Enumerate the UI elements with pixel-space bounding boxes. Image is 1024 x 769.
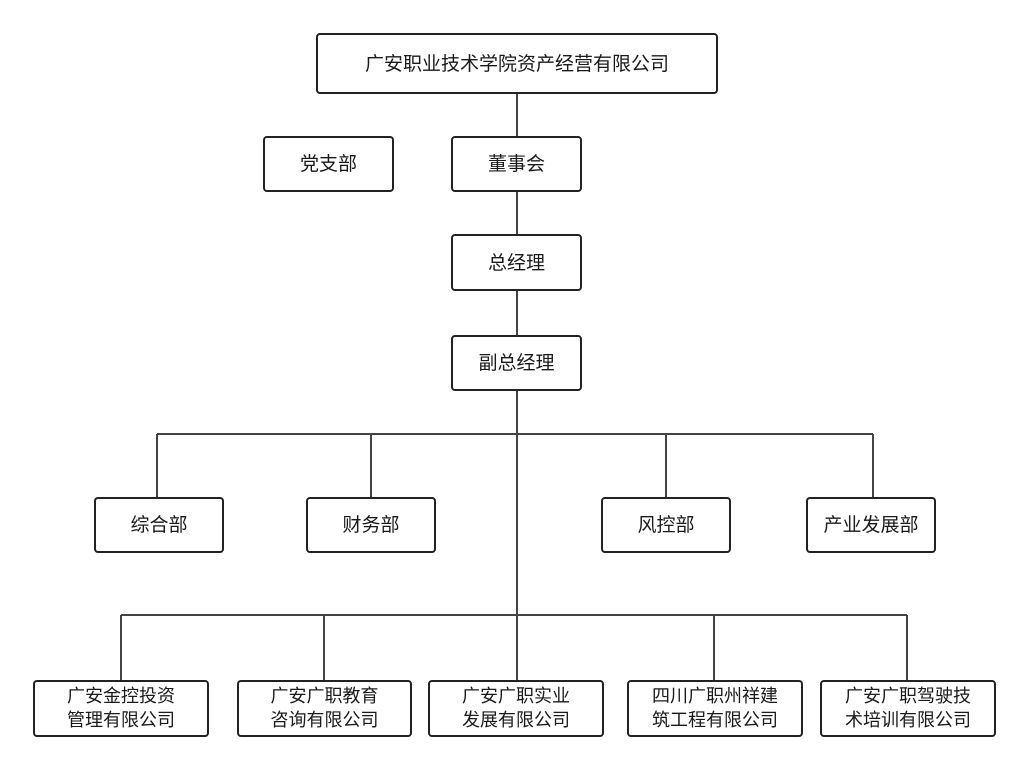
board-box: 董事会 [451,136,582,192]
root-company-label: 广安职业技术学院资产经营有限公司 [364,52,669,75]
department-label: 综合部 [130,514,188,536]
subsidiary-label: 广安金控投资管理有限公司 [67,685,175,733]
party-branch-label: 党支部 [299,153,357,175]
department-box: 综合部 [94,497,224,553]
party-branch-box: 党支部 [263,136,394,192]
general-manager-box: 总经理 [451,234,582,291]
subsidiary-box: 广安金控投资管理有限公司 [33,680,209,737]
subsidiary-label-line1: 广安广职驾驶技 [845,685,971,707]
deputy-general-manager-label: 副总经理 [478,352,555,374]
department-box: 财务部 [306,497,436,553]
subsidiary-label-line2: 筑工程有限公司 [652,709,778,731]
subsidiary-label-line1: 广安金控投资 [67,685,175,707]
subsidiary-box: 四川广职州祥建筑工程有限公司 [627,680,803,737]
department-label: 财务部 [342,514,400,536]
subsidiary-label-line1: 四川广职州祥建 [652,685,778,707]
subsidiary-box: 广安广职驾驶技术培训有限公司 [820,680,996,737]
subsidiary-label-line1: 广安广职实业 [462,685,570,707]
general-manager-label: 总经理 [487,251,545,274]
subsidiary-label-line2: 咨询有限公司 [270,709,379,731]
subsidiary-label: 广安广职教育咨询有限公司 [271,685,379,733]
subsidiary-label: 广安广职实业发展有限公司 [462,685,570,733]
department-label: 风控部 [637,514,695,536]
deputy-general-manager-box: 副总经理 [451,335,582,391]
subsidiary-label: 四川广职州祥建筑工程有限公司 [652,685,778,733]
department-box: 产业发展部 [806,497,936,553]
root-company-box: 广安职业技术学院资产经营有限公司 [316,33,718,94]
subsidiary-label-line2: 术培训有限公司 [845,709,971,731]
subsidiary-label-line2: 管理有限公司 [67,709,175,731]
subsidiary-box: 广安广职实业发展有限公司 [428,680,604,737]
subsidiary-box: 广安广职教育咨询有限公司 [237,680,412,737]
subsidiary-label-line2: 发展有限公司 [462,709,570,731]
department-label: 产业发展部 [823,514,919,536]
board-label: 董事会 [487,153,545,175]
department-box: 风控部 [601,497,731,553]
subsidiary-label: 广安广职驾驶技术培训有限公司 [845,685,971,733]
subsidiary-label-line1: 广安广职教育 [270,685,379,707]
